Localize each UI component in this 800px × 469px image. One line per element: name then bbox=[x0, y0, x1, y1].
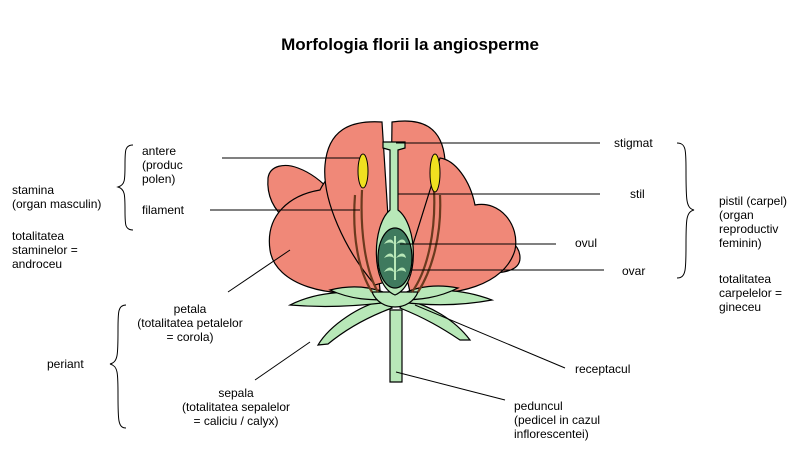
label-antere: antere (produc polen) bbox=[142, 144, 183, 186]
label-stigmat: stigmat bbox=[614, 136, 653, 150]
filament-left-2 bbox=[353, 194, 373, 293]
stamens bbox=[353, 189, 442, 293]
label-sepala: sepala (totalitatea sepalelor = caliciu … bbox=[181, 386, 291, 428]
label-stamina: stamina (organ masculin) bbox=[12, 183, 102, 211]
leader-sepala bbox=[254, 341, 311, 381]
label-receptacul: receptacul bbox=[575, 362, 631, 376]
brace-periant bbox=[109, 304, 127, 429]
leader-peduncul bbox=[395, 371, 506, 401]
filament-right-2 bbox=[417, 194, 442, 293]
brace-stamina bbox=[116, 144, 134, 231]
sepal-left bbox=[316, 299, 394, 346]
leader-petala bbox=[227, 249, 291, 293]
brace-pistil bbox=[676, 142, 695, 279]
label-periant: periant bbox=[47, 357, 84, 371]
label-filament: filament bbox=[142, 203, 185, 217]
filament-right-1 bbox=[411, 189, 436, 293]
page-title: Morfologia florii la angiosperme bbox=[281, 35, 539, 54]
sepal-right bbox=[399, 299, 472, 341]
label-stil: stil bbox=[630, 187, 645, 201]
label-peduncul: peduncul (pedicel in cazul inflorescente… bbox=[514, 399, 601, 441]
filament-left-1 bbox=[360, 189, 379, 293]
leader-lines bbox=[210, 142, 604, 401]
label-ovul: ovul bbox=[575, 236, 598, 250]
braces bbox=[109, 142, 695, 429]
anthers bbox=[357, 153, 441, 193]
leader-receptacul bbox=[414, 304, 566, 369]
label-gineceu: totalitatea carpelelor = gineceu bbox=[719, 272, 783, 314]
petal-center-left bbox=[324, 121, 393, 286]
anther-right bbox=[429, 153, 441, 193]
label-ovar: ovar bbox=[622, 264, 646, 278]
label-androceu: totalitatea staminelor = androceu bbox=[12, 229, 78, 271]
receptacle-shape bbox=[371, 291, 419, 308]
peduncle-shape bbox=[389, 309, 403, 383]
ovules bbox=[384, 236, 406, 280]
flower-illustration bbox=[267, 120, 521, 383]
label-pistil: pistil (carpel) (organ reproductiv femin… bbox=[719, 194, 788, 250]
anther-left bbox=[357, 153, 369, 189]
label-petala: petala (totalitatea petalelor = corola) bbox=[137, 302, 243, 344]
